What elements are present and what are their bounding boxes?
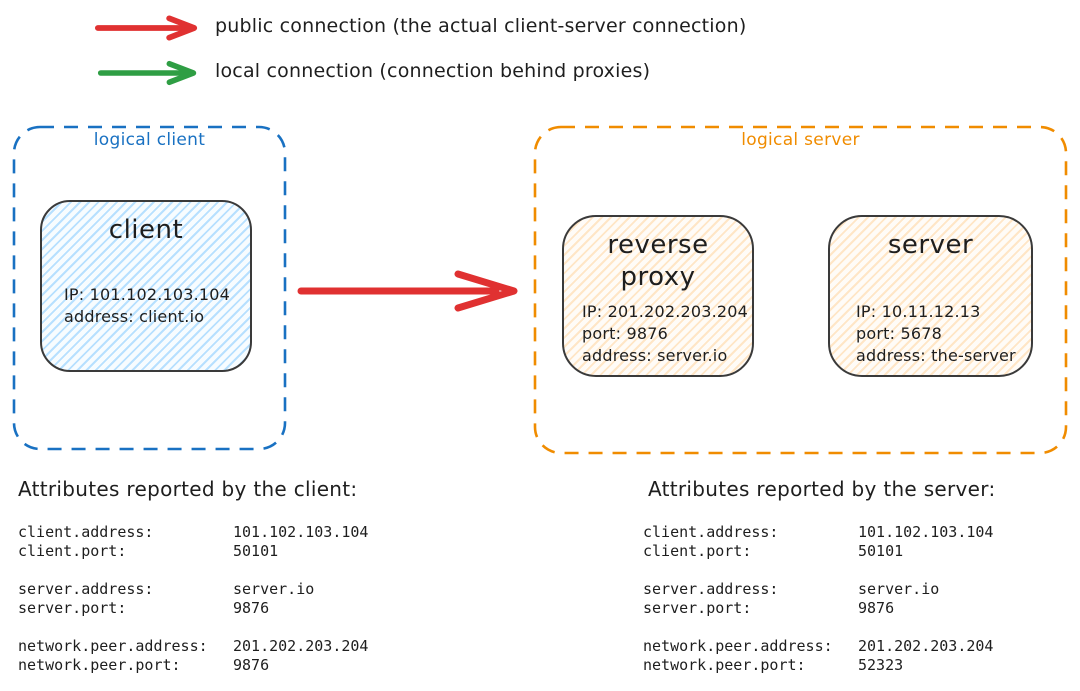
attr-key: client.address: <box>643 523 779 541</box>
attr-row: server.address: server.io <box>643 580 1063 599</box>
server-details: IP: 10.11.12.13 port: 5678 address: the-… <box>856 301 1016 367</box>
attr-key: server.port: <box>18 599 127 617</box>
client-attributes-title: Attributes reported by the client: <box>18 477 358 501</box>
local-connection-label: local connection (connection behind prox… <box>215 60 651 82</box>
public-connection-label: public connection (the actual client-ser… <box>215 15 747 37</box>
client-node: client IP: 101.102.103.104 address: clie… <box>40 200 252 372</box>
logical-server-group: logical server reverse proxy IP: 201.202… <box>533 125 1068 455</box>
attr-value: 201.202.203.204 <box>233 637 369 655</box>
attr-value: 101.102.103.104 <box>233 523 369 541</box>
attr-group: network.peer.address: 201.202.203.204 ne… <box>18 637 438 675</box>
attr-value: 52323 <box>858 656 904 674</box>
server-ip: IP: 10.11.12.13 <box>856 302 981 321</box>
reverse-proxy-node: reverse proxy IP: 201.202.203.204 port: … <box>562 215 754 377</box>
local-connection-arrow-icon <box>97 60 197 86</box>
logical-server-label: logical server <box>741 130 860 150</box>
client-attributes-block: Attributes reported by the client: clien… <box>18 477 438 691</box>
client-attributes-table: client.address: 101.102.103.104 client.p… <box>18 523 438 675</box>
attr-row: server.port: 9876 <box>18 599 438 618</box>
attr-group: server.address: server.io server.port: 9… <box>643 580 1063 618</box>
server-address: address: the-server <box>856 346 1016 365</box>
attr-row: client.address: 101.102.103.104 <box>643 523 1063 542</box>
client-to-server-arrow-icon <box>297 270 518 312</box>
attr-row: client.port: 50101 <box>18 542 438 561</box>
public-connection-arrow-icon <box>94 15 198 41</box>
attr-value: 50101 <box>233 542 279 560</box>
attr-row: client.port: 50101 <box>643 542 1063 561</box>
attr-key: client.port: <box>18 542 127 560</box>
server-attributes-table: client.address: 101.102.103.104 client.p… <box>643 523 1063 675</box>
attr-value: 9876 <box>233 599 270 617</box>
attr-row: network.peer.port: 9876 <box>18 656 438 675</box>
attr-group: network.peer.address: 201.202.203.204 ne… <box>643 637 1063 675</box>
attr-key: network.peer.address: <box>643 637 833 655</box>
reverse-proxy-port: port: 9876 <box>582 324 668 343</box>
attr-key: server.address: <box>643 580 779 598</box>
server-attributes-block: Attributes reported by the server: clien… <box>643 477 1063 691</box>
attr-key: server.address: <box>18 580 154 598</box>
attr-key: server.port: <box>643 599 752 617</box>
attr-group: client.address: 101.102.103.104 client.p… <box>18 523 438 561</box>
attr-row: network.peer.address: 201.202.203.204 <box>643 637 1063 656</box>
attr-value: server.io <box>233 580 315 598</box>
attr-key: network.peer.port: <box>18 656 181 674</box>
server-attributes-title: Attributes reported by the server: <box>648 477 996 501</box>
logical-server-border <box>533 125 1068 455</box>
reverse-proxy-ip: IP: 201.202.203.204 <box>582 302 749 321</box>
server-node: server IP: 10.11.12.13 port: 5678 addres… <box>828 215 1033 377</box>
client-node-details: IP: 101.102.103.104 address: client.io <box>64 284 230 328</box>
attr-value: 9876 <box>233 656 270 674</box>
attr-value: 50101 <box>858 542 904 560</box>
logical-client-group: logical client client IP: 101.102.103.10… <box>12 125 287 451</box>
attr-group: server.address: server.io server.port: 9… <box>18 580 438 618</box>
reverse-proxy-node-title: reverse proxy <box>607 230 709 292</box>
attr-row: network.peer.port: 52323 <box>643 656 1063 675</box>
client-node-title: client <box>108 215 184 245</box>
logical-client-border <box>12 125 287 451</box>
attr-key: network.peer.address: <box>18 637 208 655</box>
attr-key: client.address: <box>18 523 154 541</box>
attr-key: network.peer.port: <box>643 656 806 674</box>
logical-client-label: logical client <box>93 130 206 150</box>
attr-value: 201.202.203.204 <box>858 637 994 655</box>
attr-row: client.address: 101.102.103.104 <box>18 523 438 542</box>
server-node-title: server <box>887 230 974 260</box>
reverse-proxy-details: IP: 201.202.203.204 port: 9876 address: … <box>582 301 748 367</box>
attr-value: 9876 <box>858 599 895 617</box>
client-ip: IP: 101.102.103.104 <box>64 285 231 304</box>
attr-row: network.peer.address: 201.202.203.204 <box>18 637 438 656</box>
attr-row: server.address: server.io <box>18 580 438 599</box>
attr-value: server.io <box>858 580 940 598</box>
attr-value: 101.102.103.104 <box>858 523 994 541</box>
client-address: address: client.io <box>64 307 205 326</box>
attr-group: client.address: 101.102.103.104 client.p… <box>643 523 1063 561</box>
attr-row: server.port: 9876 <box>643 599 1063 618</box>
server-port: port: 5678 <box>856 324 942 343</box>
attr-key: client.port: <box>643 542 752 560</box>
reverse-proxy-address: address: server.io <box>582 346 728 365</box>
